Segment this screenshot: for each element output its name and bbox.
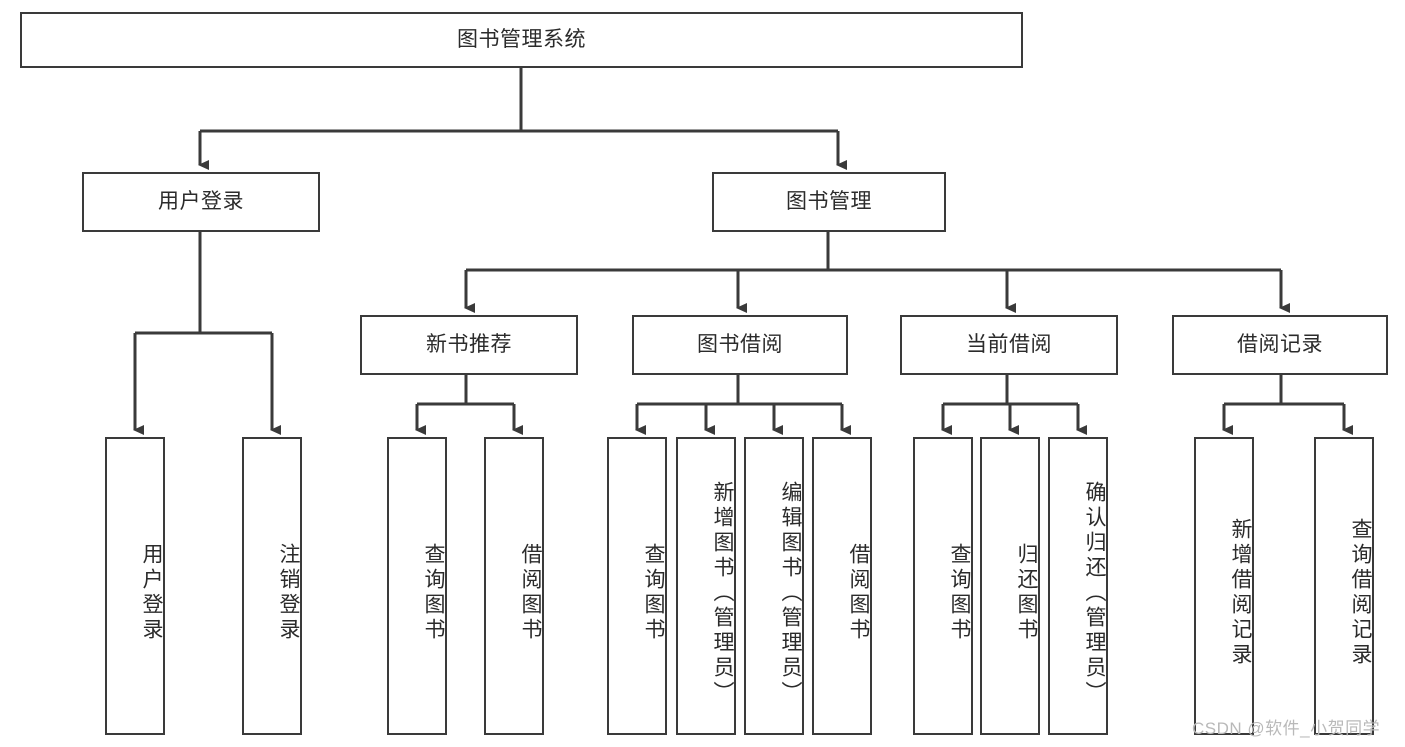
node-book-management[interactable]: 图书管理 — [712, 172, 946, 232]
node-borrow-record[interactable]: 借阅记录 — [1172, 315, 1388, 375]
node-label: 查询图书 — [422, 543, 445, 643]
node-label: 编辑图书（管理员） — [779, 480, 802, 706]
node-label: 当前借阅 — [966, 332, 1052, 356]
leaf-add-borrow-record[interactable]: 新增借阅记录 — [1194, 437, 1254, 735]
node-label: 注销登录 — [277, 543, 300, 643]
node-label: 新书推荐 — [426, 332, 512, 356]
node-label: 查询图书 — [642, 543, 665, 643]
node-root-book-management-system[interactable]: 图书管理系统 — [20, 12, 1023, 68]
node-label: 归还图书 — [1015, 543, 1038, 643]
leaf-query-book-current[interactable]: 查询图书 — [913, 437, 973, 735]
node-label: 借阅图书 — [519, 543, 542, 643]
node-label: 新增图书（管理员） — [711, 480, 734, 706]
watermark-text: CSDN @软件_小贺同学 — [1192, 719, 1381, 738]
node-label: 借阅记录 — [1237, 332, 1323, 356]
node-user-login[interactable]: 用户登录 — [82, 172, 320, 232]
node-label: 图书借阅 — [697, 332, 783, 356]
node-label: 用户登录 — [158, 189, 244, 213]
node-current-borrow[interactable]: 当前借阅 — [900, 315, 1118, 375]
leaf-edit-book-admin[interactable]: 编辑图书（管理员） — [744, 437, 804, 735]
node-label: 用户登录 — [140, 543, 163, 643]
node-new-book-recommend[interactable]: 新书推荐 — [360, 315, 578, 375]
node-label: 图书管理 — [786, 189, 872, 213]
node-label: 查询借阅记录 — [1349, 518, 1372, 668]
node-label: 确认归还（管理员） — [1083, 480, 1106, 706]
leaf-logout-login[interactable]: 注销登录 — [242, 437, 302, 735]
leaf-borrow-book[interactable]: 借阅图书 — [812, 437, 872, 735]
leaf-query-book-borrow[interactable]: 查询图书 — [607, 437, 667, 735]
leaf-confirm-return-admin[interactable]: 确认归还（管理员） — [1048, 437, 1108, 735]
node-label: 新增借阅记录 — [1229, 518, 1252, 668]
node-label: 查询图书 — [948, 543, 971, 643]
leaf-query-book-recommend[interactable]: 查询图书 — [387, 437, 447, 735]
node-book-borrow[interactable]: 图书借阅 — [632, 315, 848, 375]
leaf-return-book[interactable]: 归还图书 — [980, 437, 1040, 735]
leaf-add-book-admin[interactable]: 新增图书（管理员） — [676, 437, 736, 735]
node-label: 图书管理系统 — [457, 27, 586, 51]
leaf-borrow-book-recommend[interactable]: 借阅图书 — [484, 437, 544, 735]
leaf-user-login[interactable]: 用户登录 — [105, 437, 165, 735]
leaf-query-borrow-record[interactable]: 查询借阅记录 — [1314, 437, 1374, 735]
node-label: 借阅图书 — [847, 543, 870, 643]
